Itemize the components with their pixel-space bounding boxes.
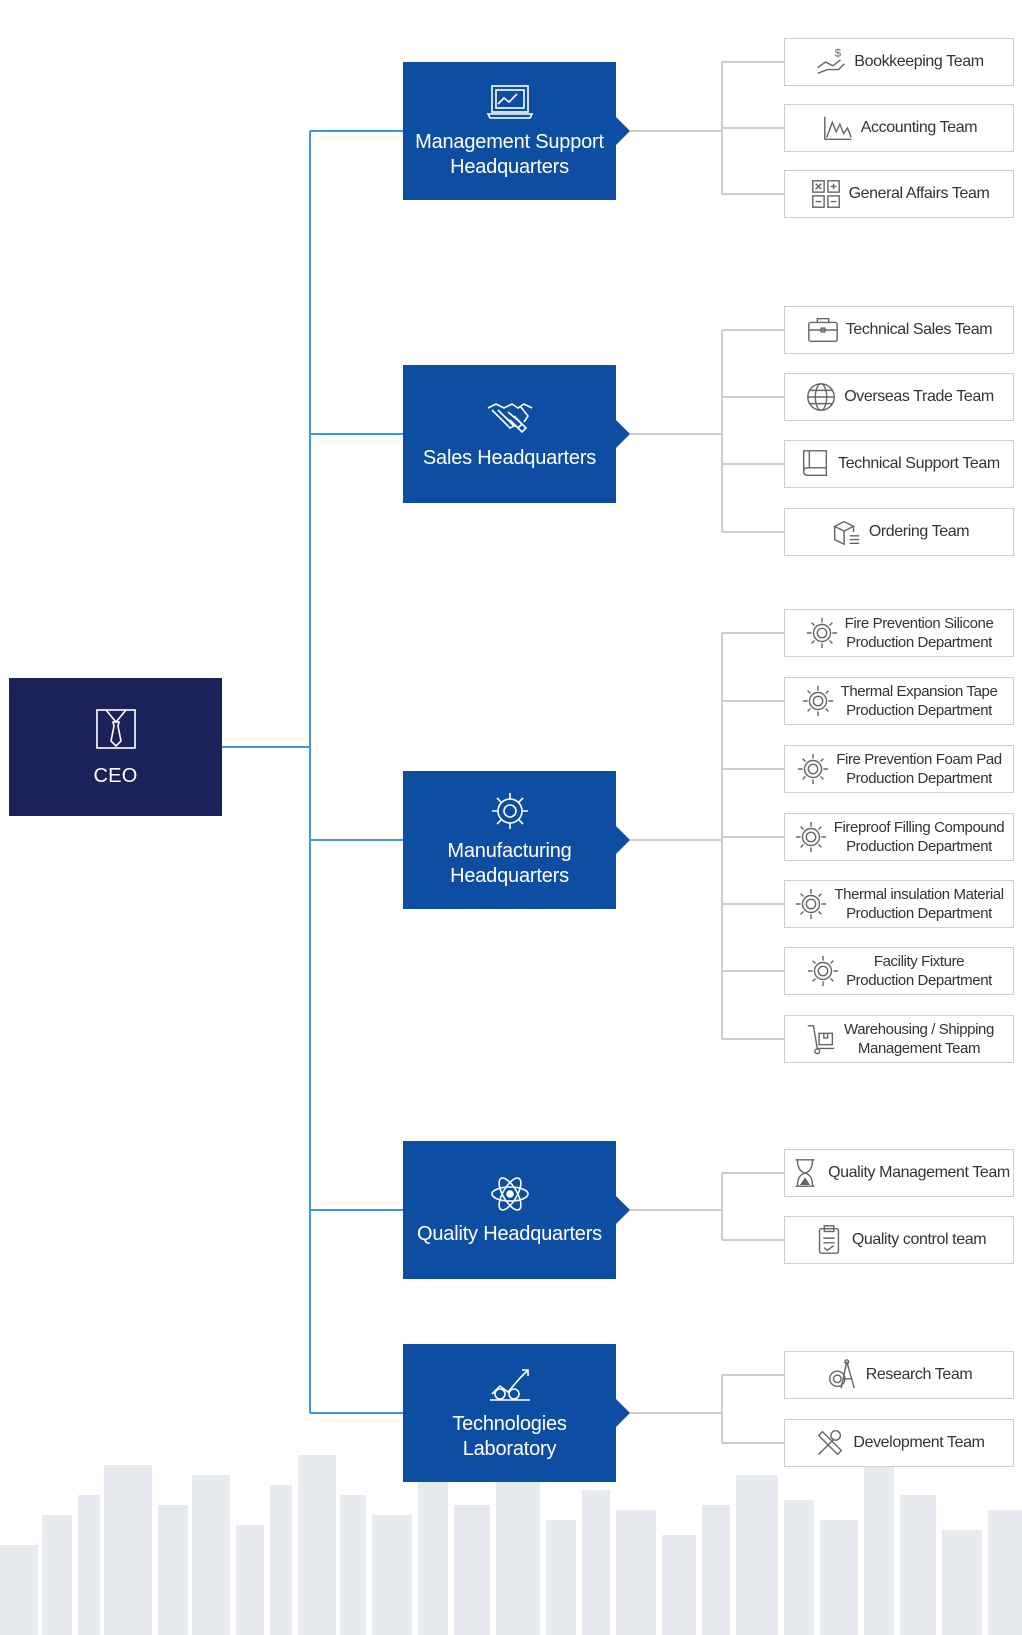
team-label: Thermal Expansion Tape Production Depart… (840, 683, 998, 719)
hand-truck-icon (807, 1025, 835, 1055)
gear-icon (491, 793, 528, 829)
briefcase-icon (807, 317, 838, 343)
hq-node: Sales Headquarters (403, 365, 630, 503)
team-node: Fireproof Filling Compound Production De… (784, 813, 1014, 861)
hq-node: Management Support Headquarters (403, 62, 630, 200)
team-label: General Affairs Team (848, 185, 990, 202)
team-node: Overseas Trade Team (784, 373, 1014, 421)
ceo-label: CEO (93, 764, 138, 787)
ceo-node: CEO (9, 678, 222, 816)
gear-icon (796, 888, 827, 920)
gear-icon (802, 685, 833, 717)
hq-node: Manufacturing Headquarters (403, 771, 630, 909)
team-label: Development Team (853, 1434, 985, 1451)
team-label: Quality control team (851, 1231, 987, 1248)
tools-icon (818, 1430, 843, 1456)
mountain-chart-icon (823, 116, 852, 141)
team-label: Technical Sales Team (845, 321, 993, 338)
team-node: Thermal insulation Material Production D… (784, 880, 1014, 928)
hq-node: Quality Headquarters (403, 1141, 630, 1279)
team-label: Bookkeeping Team (854, 53, 984, 70)
gear-icon (807, 955, 839, 987)
growth-chart-icon (489, 1369, 530, 1401)
hq-label: Sales Headquarters (422, 446, 597, 469)
team-node: Warehousing / Shipping Management Team (784, 1015, 1014, 1063)
team-node: Quality control team (784, 1216, 1014, 1264)
team-node: Research Team (784, 1351, 1014, 1399)
hourglass-icon (795, 1159, 815, 1187)
team-label: Ordering Team (868, 523, 970, 540)
gear-compass-icon (828, 1359, 855, 1389)
team-label: Fire Prevention Foam Pad Production Depa… (836, 751, 1002, 787)
book-icon (803, 450, 828, 477)
team-label: Quality Management Team (828, 1164, 1010, 1181)
gear-icon (806, 617, 837, 649)
hq-label: Quality Headquarters (417, 1222, 602, 1245)
clipboard-icon (818, 1225, 839, 1254)
team-node: Technical Sales Team (784, 306, 1014, 354)
hand-dollar-icon: $ (817, 47, 846, 74)
team-node: Quality Management Team (784, 1149, 1014, 1197)
box-list-icon (832, 520, 860, 546)
team-label: Overseas Trade Team (844, 388, 994, 405)
team-node: Fire Prevention Silicone Production Depa… (784, 609, 1014, 657)
city-skyline-background (0, 1455, 1022, 1635)
team-label: Warehousing / Shipping Management Team (844, 1021, 994, 1057)
team-node: Development Team (784, 1419, 1014, 1467)
team-label: Fireproof Filling Compound Production De… (833, 819, 1005, 855)
laptop-chart-icon (486, 85, 533, 119)
team-label: Technical Support Team (838, 455, 1000, 472)
gear-icon (795, 821, 826, 853)
team-label: Facility Fixture Production Department (846, 953, 992, 989)
team-node: Accounting Team (784, 104, 1014, 152)
svg-text:$: $ (835, 47, 842, 59)
team-label: Fire Prevention Silicone Production Depa… (844, 615, 994, 651)
team-node: Fire Prevention Foam Pad Production Depa… (784, 745, 1014, 793)
team-node: $ Bookkeeping Team (784, 38, 1014, 86)
hq-node: Technologies Laboratory (403, 1344, 630, 1482)
team-label: Accounting Team (860, 119, 978, 136)
hq-label: Technologies Laboratory (452, 1413, 567, 1460)
team-node: Facility Fixture Production Department (784, 947, 1014, 995)
hq-label: Manufacturing Headquarters (447, 840, 572, 887)
handshake-icon (487, 402, 532, 433)
team-label: Research Team (865, 1366, 973, 1383)
calculator-icon (811, 180, 840, 208)
hq-label: Management Support Headquarters (415, 131, 604, 178)
team-node: Ordering Team (784, 508, 1014, 556)
team-node: Thermal Expansion Tape Production Depart… (784, 677, 1014, 725)
globe-icon (807, 383, 836, 411)
team-node: General Affairs Team (784, 170, 1014, 218)
team-label: Thermal insulation Material Production D… (834, 886, 1004, 922)
suit-tie-icon (95, 708, 136, 749)
gear-icon (798, 753, 829, 785)
team-node: Technical Support Team (784, 440, 1014, 488)
atom-icon (490, 1176, 529, 1211)
